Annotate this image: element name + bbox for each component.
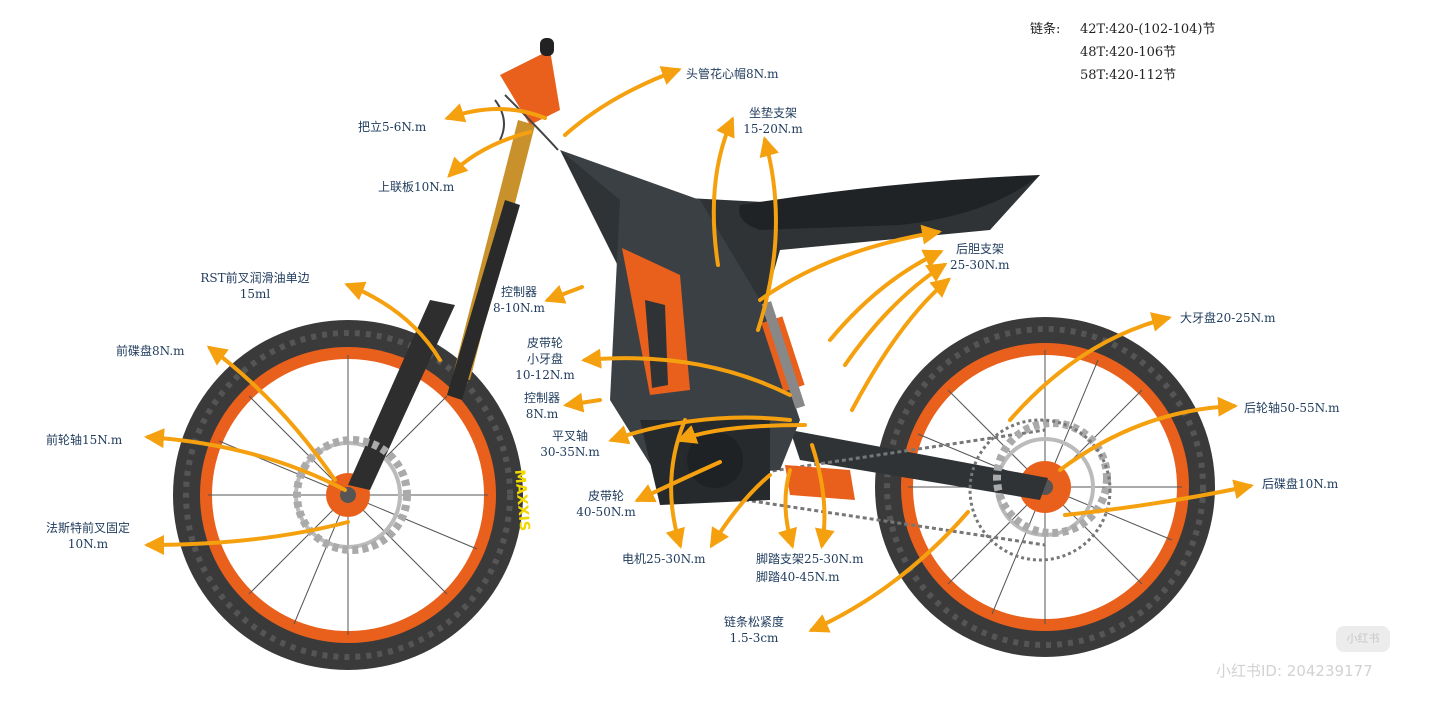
arrow-seat-bracket-2 xyxy=(756,136,779,332)
front-wheel xyxy=(173,320,523,670)
arrow-rear-disc xyxy=(1063,479,1254,517)
arrow-front-disc xyxy=(206,345,337,482)
chain-spec: 链条: 42T:420-(102-104)节 48T:420-106节 58T:… xyxy=(1030,18,1216,87)
swingarm xyxy=(790,430,1048,500)
label-rear-axle: 后轮轴50-55N.m xyxy=(1244,401,1340,415)
arrow-swingarm-1 xyxy=(608,415,792,445)
handlebar xyxy=(494,38,560,151)
label-footpeg: 脚踏40-45N.m xyxy=(756,570,840,584)
label-small-pulley-title: 皮带轮 xyxy=(526,336,563,350)
watermark-id: 小红书ID: 204239177 xyxy=(1216,662,1373,680)
label-swingarm: 平叉轴 30-35N.m xyxy=(532,428,608,460)
label-front-axle: 前轮轴15N.m xyxy=(46,433,123,447)
rear-wheel xyxy=(875,317,1215,657)
arrow-fork-fix xyxy=(144,520,350,555)
arrow-rear-shock-3 xyxy=(843,262,948,367)
label-seat-bracket-title: 坐垫支架 xyxy=(748,106,797,120)
label-controller-mid-title: 控制器 xyxy=(523,391,560,405)
label-rear-disc: 后碟盘10N.m xyxy=(1262,477,1339,491)
arrow-footpeg-1 xyxy=(777,468,797,549)
front-brake-disc xyxy=(293,436,411,554)
arrow-motor-2 xyxy=(709,473,772,549)
arrow-rear-shock-2 xyxy=(828,249,944,342)
label-head-tube: 头管花心帽8N.m xyxy=(686,67,779,81)
label-rear-shock: 后胆支架 25-30N.m xyxy=(950,241,1010,273)
label-motor: 电机25-30N.m xyxy=(622,552,706,566)
chain-spec-42t: 42T:420-(102-104)节 xyxy=(1080,22,1216,37)
arrow-upper-clamp xyxy=(447,130,532,178)
rear-shock xyxy=(761,301,806,409)
label-swingarm-title: 平叉轴 xyxy=(551,429,588,443)
arrow-belt-pulley xyxy=(634,460,722,503)
arrow-motor-1 xyxy=(665,418,687,549)
label-footpeg-bracket: 脚踏支架25-30N.m xyxy=(756,552,864,566)
tire-brand: MAXXIS xyxy=(511,469,532,532)
chain-spec-row: 链条: 42T:420-(102-104)节 xyxy=(1030,18,1216,41)
arrow-rear-shock-1 xyxy=(758,224,942,302)
arrow-seat-bracket-1 xyxy=(711,116,735,267)
label-small-pulley: 皮带轮 小牙盘 10-12N.m xyxy=(508,335,582,383)
arrow-rear-shock-4 xyxy=(850,277,952,412)
label-seat-bracket-value: 15-20N.m xyxy=(743,122,803,136)
label-front-disc: 前碟盘8N.m xyxy=(116,344,185,358)
rear-brake-disc xyxy=(993,419,1111,537)
arrow-chain-tension xyxy=(808,510,970,633)
label-controller-top-title: 控制器 xyxy=(500,285,537,299)
label-rst-fork: RST前叉润滑油单边 15ml xyxy=(180,270,330,302)
chain-spec-58t: 58T:420-112节 xyxy=(1080,68,1177,83)
label-belt-pulley: 皮带轮 40-50N.m xyxy=(568,488,644,520)
arrow-controller-top xyxy=(544,284,584,304)
label-rst-fork-value: 15ml xyxy=(239,287,271,301)
chain-spec-row: 58T:420-112节 xyxy=(1030,64,1216,87)
rear-sprocket xyxy=(968,418,1112,562)
label-belt-pulley-value: 40-50N.m xyxy=(576,505,636,519)
arrow-controller-mid xyxy=(563,392,602,413)
arrow-handlebar-riser xyxy=(444,103,547,123)
label-swingarm-value: 30-35N.m xyxy=(540,445,600,459)
arrow-rear-axle xyxy=(1058,396,1238,472)
watermark-badge: 小红书 xyxy=(1336,626,1390,652)
arrow-front-axle xyxy=(144,428,347,492)
chain-spec-row: 48T:420-106节 xyxy=(1030,41,1216,64)
chain-spec-48t: 48T:420-106节 xyxy=(1080,45,1177,60)
seat xyxy=(739,175,1040,230)
label-handlebar-riser: 把立5-6N.m xyxy=(358,120,427,134)
label-rear-shock-value: 25-30N.m xyxy=(950,258,1010,272)
label-fork-fix-title: 法斯特前叉固定 xyxy=(45,521,130,535)
annotation-arrows xyxy=(144,66,1254,633)
label-big-sprocket: 大牙盘20-25N.m xyxy=(1180,311,1276,325)
arrow-head-tube xyxy=(563,66,682,137)
label-controller-mid: 控制器 8N.m xyxy=(512,390,572,422)
label-controller-mid-value: 8N.m xyxy=(525,407,559,421)
label-upper-clamp: 上联板10N.m xyxy=(378,180,455,194)
arrow-swingarm-2 xyxy=(676,423,807,444)
arrow-big-sprocket xyxy=(1008,312,1172,422)
label-rst-fork-title: RST前叉润滑油单边 xyxy=(200,271,310,285)
label-controller-top-value: 8-10N.m xyxy=(493,301,545,315)
label-fork-fix-value: 10N.m xyxy=(67,537,109,551)
arrow-small-pulley xyxy=(581,348,792,397)
label-controller-top: 控制器 8-10N.m xyxy=(484,284,554,316)
label-seat-bracket: 坐垫支架 15-20N.m xyxy=(738,105,808,137)
label-rear-shock-title: 后胆支架 xyxy=(956,242,1005,256)
arrow-rst-fork xyxy=(344,281,442,362)
label-chain-tension-value: 1.5-3cm xyxy=(729,631,779,645)
label-fork-fix: 法斯特前叉固定 10N.m xyxy=(26,520,150,552)
label-small-pulley-title2: 小牙盘 xyxy=(526,352,563,366)
label-small-pulley-value: 10-12N.m xyxy=(515,368,575,382)
label-chain-tension: 链条松紧度 1.5-3cm xyxy=(712,614,796,646)
arrow-footpeg-2 xyxy=(810,443,835,549)
label-belt-pulley-title: 皮带轮 xyxy=(587,489,624,503)
chain-spec-prefix: 链条: xyxy=(1030,22,1061,37)
label-chain-tension-title: 链条松紧度 xyxy=(723,615,784,629)
